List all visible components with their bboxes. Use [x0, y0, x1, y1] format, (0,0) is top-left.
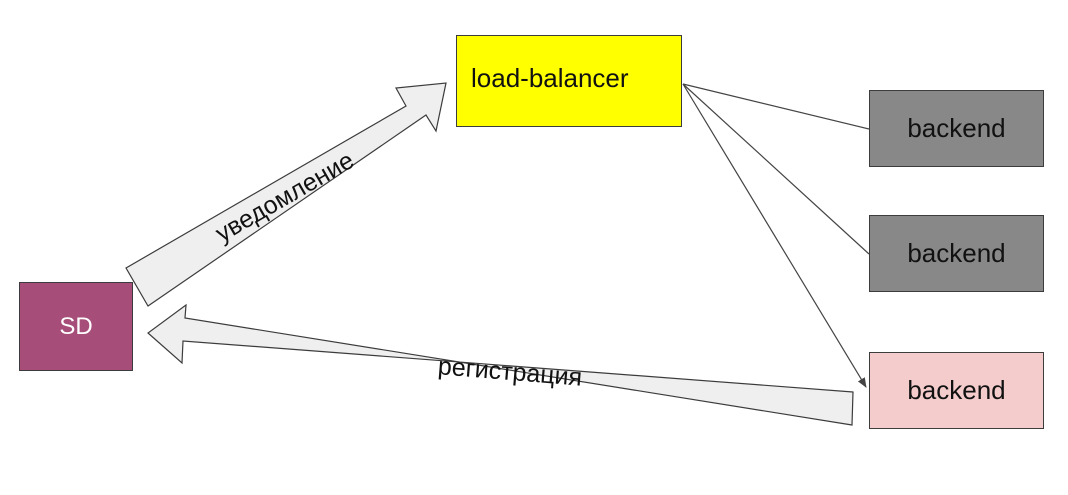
load-balancer-node: load-balancer [456, 35, 682, 127]
sd-node: SD [19, 282, 133, 371]
backend-node-2: backend [869, 215, 1044, 292]
sd-node-label: SD [59, 312, 93, 340]
connector-lb-backend-2 [682, 83, 870, 255]
backend-node-1-label: backend [907, 113, 1006, 143]
connector-lb-backend-1 [682, 83, 870, 130]
registration-arrow [147, 303, 854, 426]
load-balancer-node-label: load-balancer [471, 62, 629, 93]
notification-arrow [125, 82, 447, 307]
backend-node-3: backend [869, 352, 1044, 429]
connector-lb-backend-3 [682, 83, 867, 388]
backend-node-2-label: backend [907, 238, 1006, 268]
backend-node-3-label: backend [907, 375, 1006, 405]
backend-node-1: backend [869, 90, 1044, 167]
